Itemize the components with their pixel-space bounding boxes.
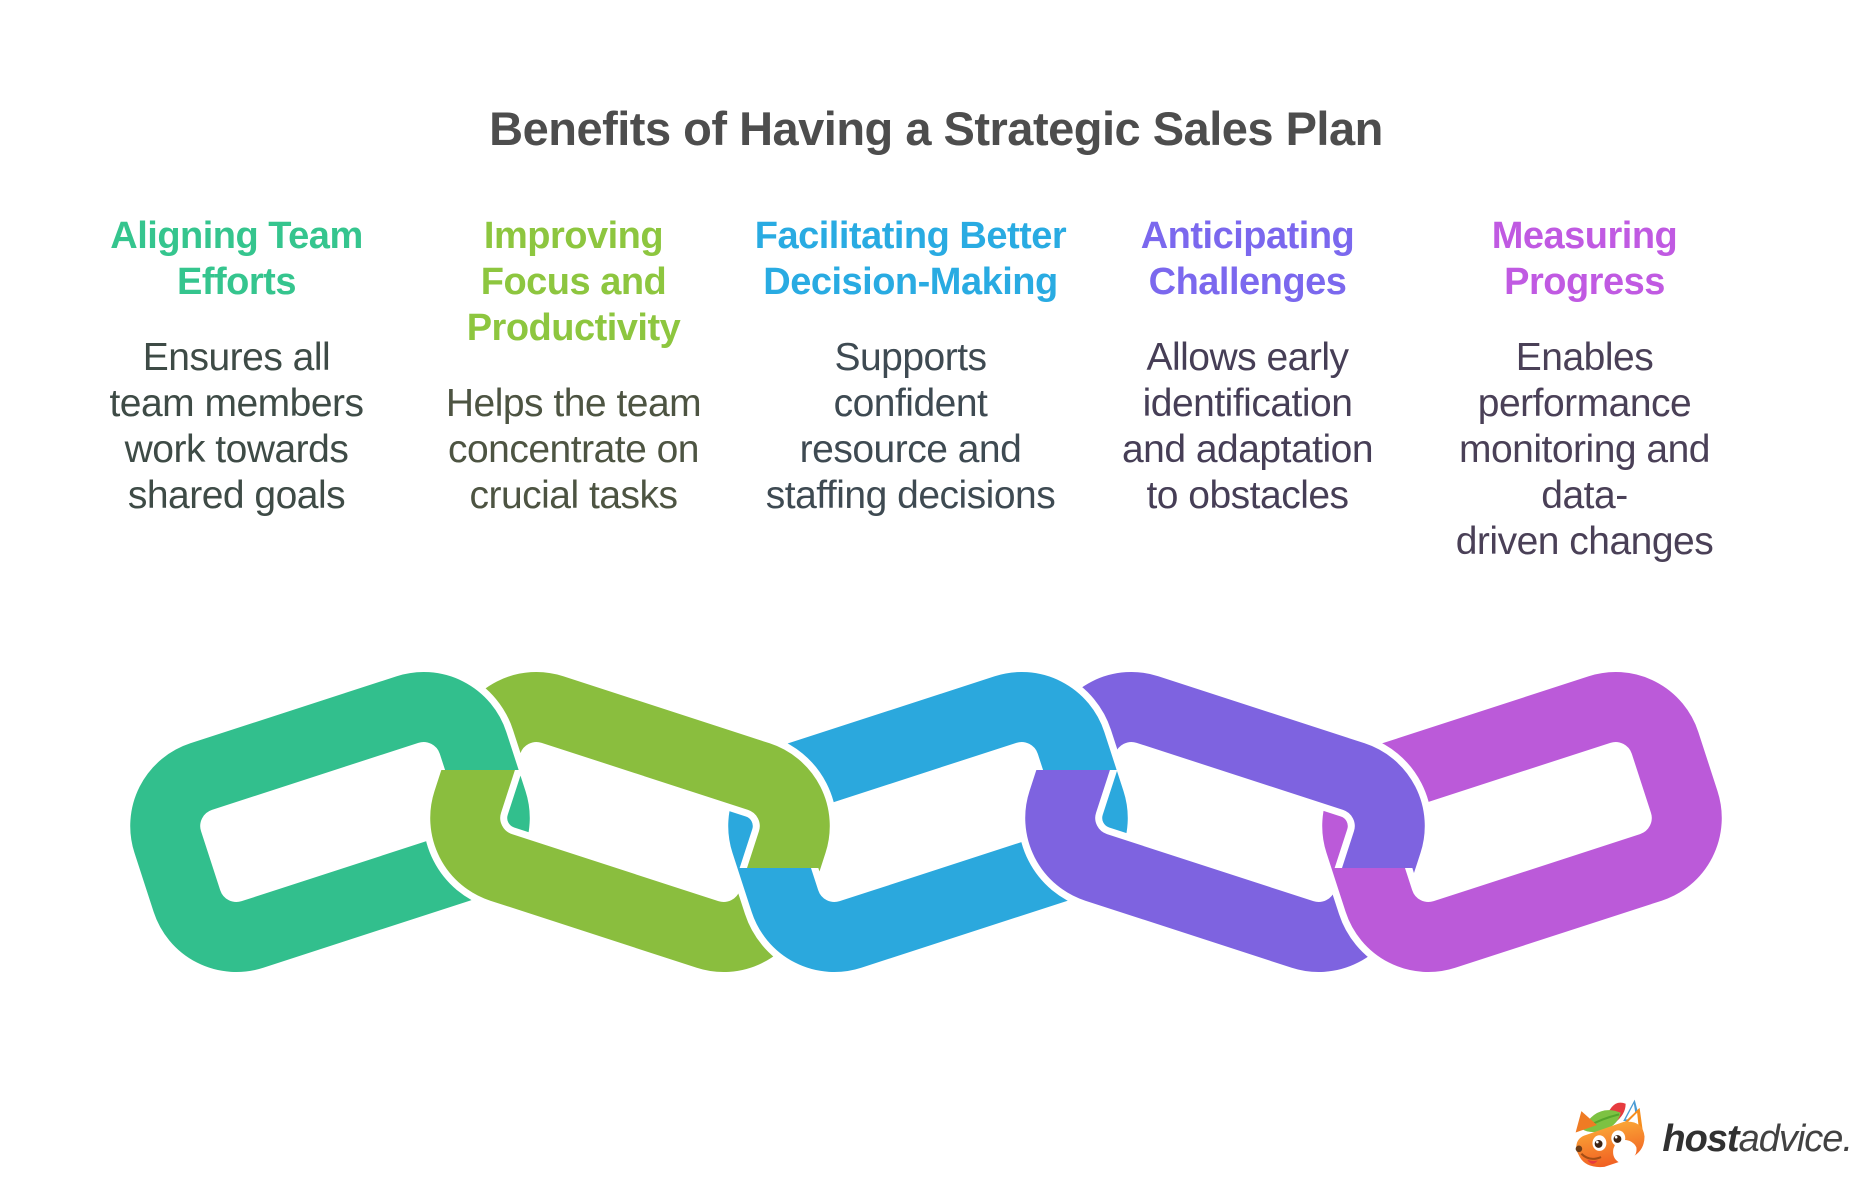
benefits-columns: Aligning Team Efforts Ensures all team m… bbox=[68, 213, 1753, 565]
chain-weave-overlay-2 bbox=[452, 693, 809, 950]
benefit-column-decision-making: Facilitating Better Decision-Making Supp… bbox=[742, 213, 1079, 565]
chain-link-gap-outline bbox=[152, 693, 509, 950]
brand-advice-text: advice. bbox=[1738, 1117, 1853, 1160]
benefit-column-aligning-team-efforts: Aligning Team Efforts Ensures all team m… bbox=[68, 213, 405, 565]
chain-link-3 bbox=[750, 693, 1107, 950]
chain-link-gap-outline bbox=[1047, 693, 1404, 950]
hostadvice-logo: hostadvice. bbox=[1574, 1094, 1853, 1184]
benefit-description: Allows early identification and adaptati… bbox=[1121, 336, 1374, 517]
benefit-title: Measuring Progress bbox=[1491, 215, 1678, 303]
fox-mascot-icon bbox=[1576, 1099, 1645, 1168]
chain-link-2 bbox=[452, 693, 809, 950]
benefit-title: Anticipating Challenges bbox=[1140, 215, 1355, 303]
benefit-column-improving-focus: Improving Focus and Productivity Helps t… bbox=[405, 213, 742, 565]
benefit-column-anticipating-challenges: Anticipating Challenges Allows early ide… bbox=[1079, 213, 1416, 565]
chain-link-5 bbox=[1344, 693, 1701, 950]
chain-link-ring bbox=[1047, 693, 1404, 950]
chain-weave-overlay-3 bbox=[750, 693, 1107, 950]
chain-link-1 bbox=[152, 693, 509, 950]
benefit-description: Enables performance monitoring and data-… bbox=[1455, 336, 1714, 563]
chain-link-ring bbox=[1344, 693, 1701, 950]
benefit-title: Aligning Team Efforts bbox=[110, 215, 363, 303]
benefit-title: Facilitating Better Decision-Making bbox=[754, 215, 1067, 303]
benefit-title: Improving Focus and Productivity bbox=[466, 215, 681, 349]
chain-weave-overlay-4 bbox=[1047, 693, 1404, 950]
chain-link-4 bbox=[1047, 693, 1404, 950]
brand-wordmark: hostadvice. bbox=[1662, 1117, 1853, 1161]
benefit-description: Supports confident resource and staffing… bbox=[765, 336, 1056, 517]
benefit-column-measuring-progress: Measuring Progress Enables performance m… bbox=[1416, 213, 1753, 565]
benefit-description: Helps the team concentrate on crucial ta… bbox=[445, 382, 702, 517]
chain-link-gap-outline bbox=[452, 693, 809, 950]
page-title: Benefits of Having a Strategic Sales Pla… bbox=[489, 102, 1383, 155]
chain-link-ring bbox=[452, 693, 809, 950]
brand-host-text: host bbox=[1662, 1117, 1739, 1160]
chain-link-ring bbox=[152, 693, 509, 950]
benefit-description: Ensures all team members work towards sh… bbox=[109, 336, 364, 517]
chain-link-gap-outline bbox=[1344, 693, 1701, 950]
chain-link-gap-outline bbox=[750, 693, 1107, 950]
chain-weave-overlay-1 bbox=[152, 693, 509, 950]
chain-link-ring bbox=[750, 693, 1107, 950]
